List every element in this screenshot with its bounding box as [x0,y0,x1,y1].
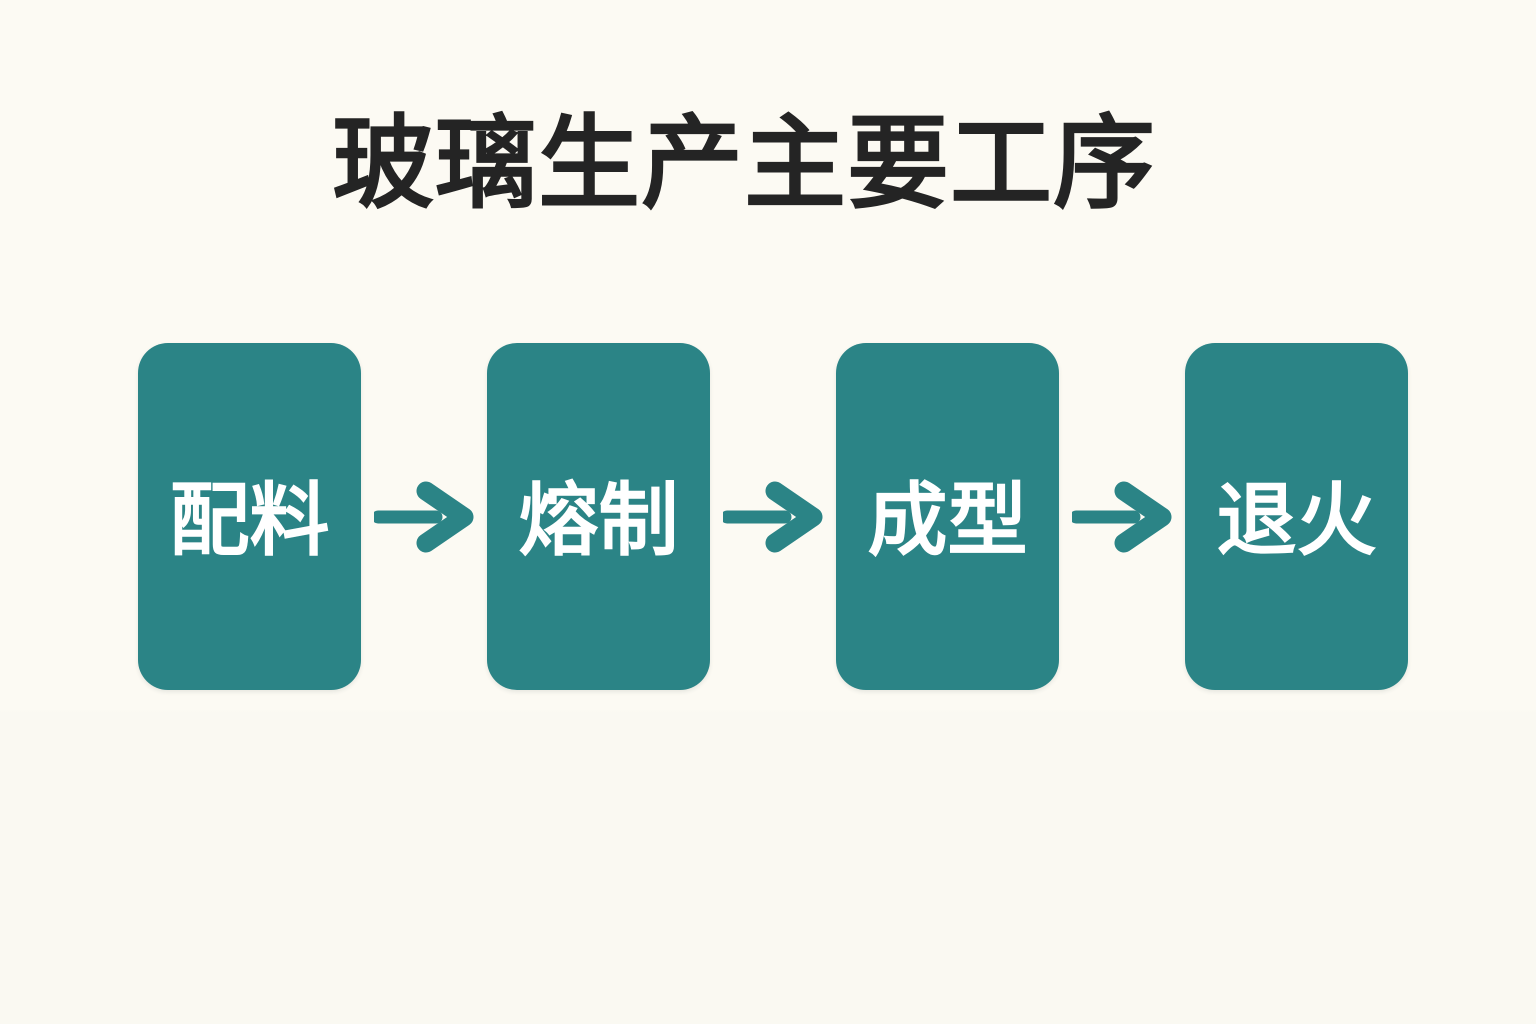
flow-step-2: 熔制 [487,343,710,690]
flow-step-1-label: 配料 [169,475,330,565]
connector-3 [1059,343,1185,690]
connector-2 [710,343,836,690]
arrow-right-icon [1072,481,1172,552]
flow-step-1: 配料 [138,343,361,690]
diagram-title: 玻璃生产主要工序 [332,107,1156,221]
arrow-right-icon [374,481,474,552]
flow-step-3-label: 成型 [867,475,1028,565]
flow-step-2-label: 熔制 [518,475,679,565]
connector-1 [361,343,487,690]
process-flow: 配料 熔制 成型 退火 [138,343,1408,690]
flow-step-4-label: 退火 [1216,475,1377,565]
arrow-right-icon [723,481,823,552]
flow-step-3: 成型 [836,343,1059,690]
flow-step-4: 退火 [1185,343,1408,690]
